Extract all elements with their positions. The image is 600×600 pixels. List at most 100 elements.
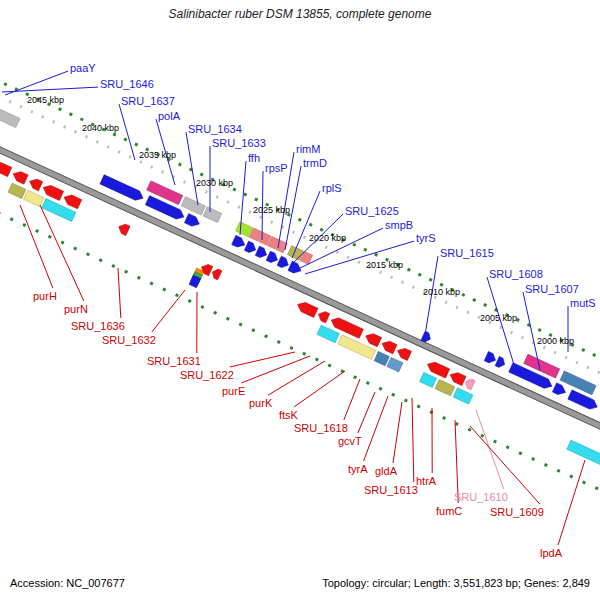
scale-label: 2025 kbp <box>253 206 290 216</box>
gene-label: gcvT <box>338 435 362 447</box>
leader-line <box>119 104 135 160</box>
gene-feature <box>421 331 432 343</box>
gene-label: lpdA <box>540 547 562 559</box>
gene-label: rpsP <box>265 162 288 174</box>
scale-label: 2045 kbp <box>27 96 64 106</box>
scale-label: 2005 kbp <box>480 314 517 324</box>
scale-label: 2035 kbp <box>139 151 176 161</box>
gene-label: SRU_1608 <box>489 268 543 280</box>
gene-feature <box>42 199 76 222</box>
gene-feature <box>374 352 389 366</box>
gene-label: SRU_1625 <box>345 205 399 217</box>
scale-dots <box>0 69 600 412</box>
leader-line <box>240 161 246 235</box>
leader-line <box>432 408 433 473</box>
gene-feature <box>560 371 596 395</box>
leader-line <box>364 396 388 461</box>
leader-line <box>268 361 325 395</box>
gene-feature <box>117 222 130 235</box>
gene-label: SRU_1615 <box>440 247 494 259</box>
gene-feature <box>296 300 318 317</box>
gene-label: purE <box>222 385 245 397</box>
gene-feature <box>203 207 222 223</box>
gene-label: fumC <box>436 505 462 517</box>
scale-label: 2030 kbp <box>196 179 233 189</box>
leader-lines <box>2 71 585 545</box>
gene-feature <box>189 275 200 287</box>
gene-feature <box>524 354 560 378</box>
gene-label: mutS <box>570 297 596 309</box>
gene-feature <box>8 183 26 198</box>
gene-label: SRU_1618 <box>294 422 348 434</box>
scale-label: 2020 kbp <box>309 234 346 244</box>
gene-feature <box>380 339 397 354</box>
gene-feature <box>0 160 12 177</box>
leader-line <box>292 191 320 258</box>
leader-line <box>344 379 360 420</box>
gene-label: ffh <box>248 152 260 164</box>
gene-feature <box>495 357 506 369</box>
gene-label: htrA <box>416 475 436 487</box>
gene-feature <box>448 370 466 385</box>
gene-label: SRU_1631 <box>147 355 201 367</box>
gene-label: SRU_1637 <box>121 95 175 107</box>
leader-line <box>523 292 540 370</box>
gene-label: tyrA <box>348 463 368 475</box>
leader-line <box>358 392 375 433</box>
gene-label: purK <box>249 397 272 409</box>
gene-feature <box>24 190 45 207</box>
leader-line <box>412 398 414 482</box>
leader-line <box>40 205 84 301</box>
gene-label: paaY <box>70 62 96 74</box>
gene-label: rimM <box>296 143 320 155</box>
leader-line <box>20 205 53 288</box>
gene-label: SRU_1610 <box>454 491 508 503</box>
gene-feature <box>364 331 382 346</box>
gene-feature <box>62 193 82 209</box>
scale-label: 2040 kbp <box>82 124 119 134</box>
leader-line <box>305 241 414 274</box>
gene-label: rplS <box>322 182 342 194</box>
footer-note: Topology: circular; Length: 3,551,823 bp… <box>322 577 590 589</box>
leader-line <box>230 352 295 367</box>
gene-feature <box>317 325 339 342</box>
gene-label: SRU_1613 <box>364 484 418 496</box>
scale-dots <box>0 178 600 521</box>
scale-label: 2000 kbp <box>537 337 574 347</box>
scale-label: 2015 kbp <box>366 261 403 271</box>
gene-feature <box>100 175 145 203</box>
gene-label: SRU_1607 <box>525 283 579 295</box>
gene-feature <box>396 346 412 361</box>
gene-label: tyrS <box>416 232 436 244</box>
gene-feature <box>244 241 257 254</box>
leader-line <box>558 460 585 545</box>
gene-feature <box>210 267 221 279</box>
gene-feature <box>0 104 20 128</box>
leader-line <box>196 292 197 353</box>
gene-feature <box>387 357 403 372</box>
leader-line <box>476 410 504 489</box>
gene-label: SRU_1633 <box>212 137 266 149</box>
gene-label: SRU_1646 <box>100 78 154 90</box>
gene-feature <box>266 251 279 264</box>
gene-feature <box>277 256 290 269</box>
leader-line <box>186 132 198 205</box>
leader-line <box>152 290 185 332</box>
leader-line <box>393 402 402 463</box>
gene-label: SRU_1632 <box>102 334 156 346</box>
gene-feature <box>338 335 376 360</box>
gene-label: SRU_1609 <box>490 506 544 518</box>
gene-feature <box>199 262 212 275</box>
scale-dots <box>0 81 600 424</box>
gene-label: trmD <box>303 157 327 169</box>
gene-feature <box>568 390 599 412</box>
gene-label: ftsK <box>279 409 298 421</box>
track-frame <box>0 69 600 521</box>
gene-feature <box>288 261 303 275</box>
diagram-title: Salinibacter ruber DSM 13855, complete g… <box>169 8 432 21</box>
gene-feature <box>232 235 247 249</box>
gene-feature <box>567 440 600 466</box>
gene-feature <box>420 372 437 387</box>
scale-label: 2010 kbp <box>423 288 460 298</box>
